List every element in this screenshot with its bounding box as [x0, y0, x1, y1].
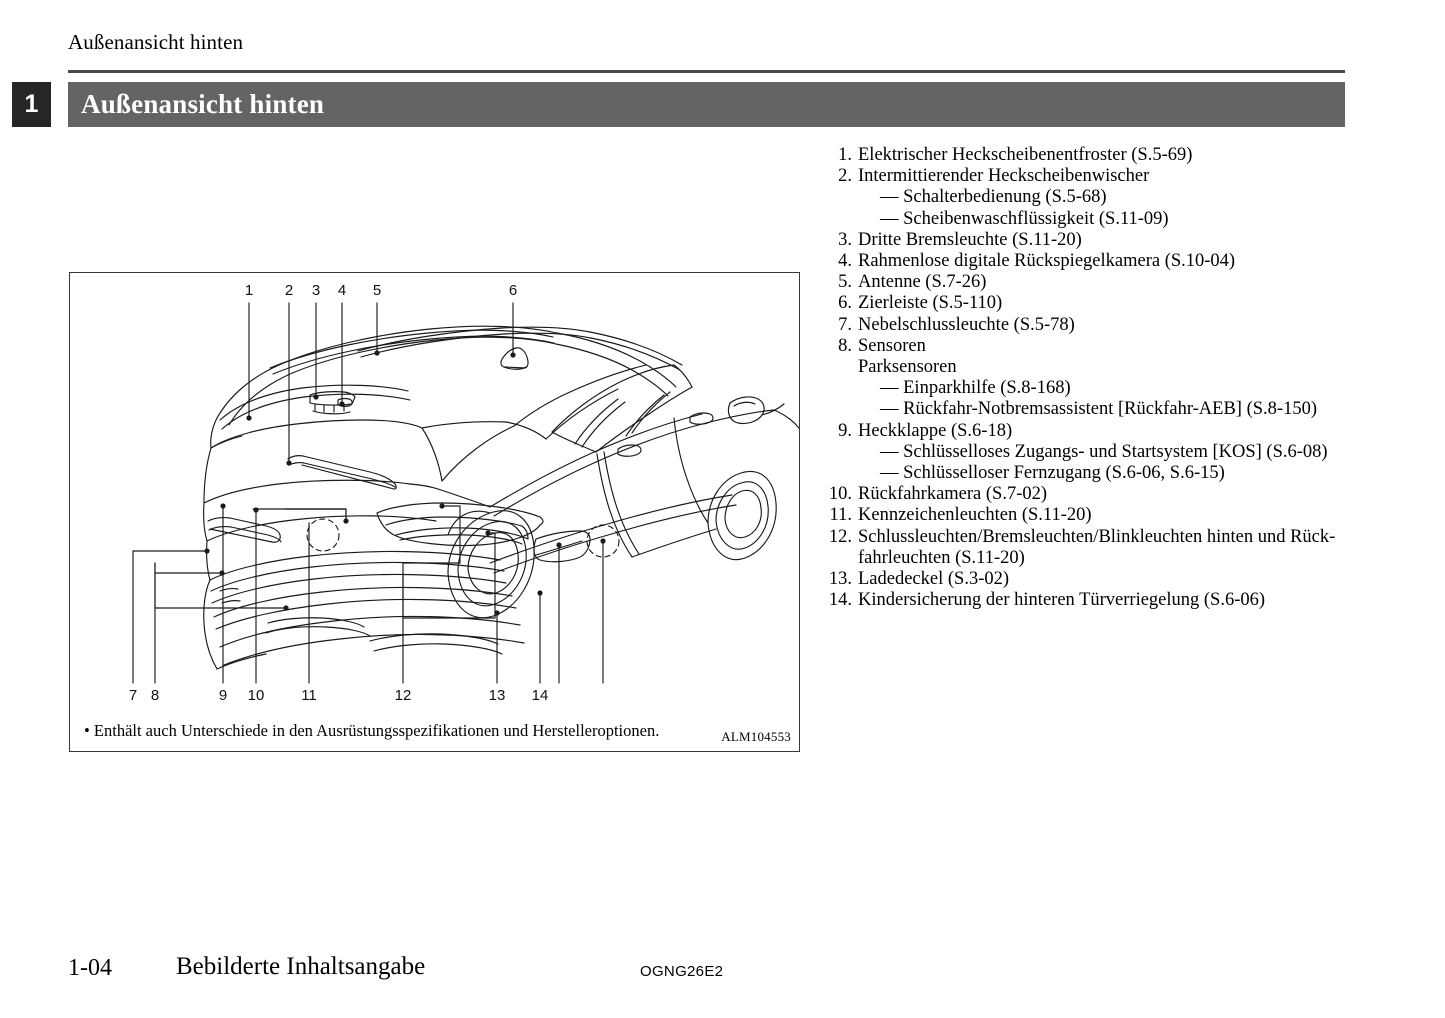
legend-item: 12. Schlussleuchten/Bremsleuchten/Blinkle…	[822, 527, 1422, 548]
legend-item-number: 11.	[829, 505, 852, 526]
running-head: Außenansicht hinten	[68, 30, 244, 54]
legend-item: 4. Rahmenlose digitale Rückspiegelkamera …	[822, 251, 1422, 272]
legend-item: — Einparkhilfe (S.8-168)	[822, 378, 1422, 399]
legend-item-number: 7.	[838, 314, 852, 335]
legend-item-number: 8.	[838, 335, 852, 356]
legend-item-number: 14.	[828, 590, 852, 611]
legend-item: — Schalterbedienung (S.5-68)	[822, 187, 1422, 208]
legend-item: — Schlüsselloses Zugangs- und Startsyste…	[822, 442, 1422, 463]
legend-item: 11. Kennzeichenleuchten (S.11-20)	[822, 505, 1422, 526]
rear-view-illustration: 1 2 3 4 5 6 7 8 9 10 11 12 13 14	[129, 282, 799, 704]
legend-item-number: 12.	[828, 526, 852, 547]
callout-5: 5	[373, 282, 381, 299]
legend-item-number: 13.	[828, 569, 852, 590]
legend-item: 10. Rückfahrkamera (S.7-02)	[822, 484, 1422, 505]
legend-item: 7. Nebelschlussleuchte (S.5-78)	[822, 315, 1422, 336]
legend-item-label: — Schlüsselloses Zugangs- und Startsyste…	[880, 441, 1328, 462]
legend-item-label: Intermittierender Heckscheibenwischer	[858, 166, 1150, 187]
legend-item-label: fahrleuchten (S.11-20)	[858, 547, 1025, 568]
legend-item-label: Schlussleuchten/Bremsleuchten/Blinkleuch…	[858, 526, 1336, 547]
legend-item-number: 5.	[838, 272, 852, 293]
chapter-number-tab: 1	[12, 82, 51, 127]
callout-13: 13	[489, 687, 506, 704]
legend-item-label: Dritte Bremsleuchte (S.11-20)	[858, 229, 1082, 250]
callout-1: 1	[245, 282, 253, 299]
legend-item: 13. Ladedeckel (S.3-02)	[822, 569, 1422, 590]
legend-item-label: — Schlüsselloser Fernzugang (S.6-06, S.6…	[880, 463, 1225, 484]
legend-item-label: — Schalterbedienung (S.5-68)	[880, 187, 1107, 208]
legend-item: fahrleuchten (S.11-20)	[822, 548, 1422, 569]
callout-11: 11	[301, 687, 317, 704]
callout-4: 4	[338, 282, 346, 299]
legend-item: 5. Antenne (S.7-26)	[822, 272, 1422, 293]
section-title: Außenansicht hinten	[81, 88, 325, 119]
legend-item-number: 9.	[838, 420, 852, 441]
figure-box: 1 2 3 4 5 6 7 8 9 10 11 12 13 14 • Enthä…	[69, 272, 800, 752]
legend-item: 2. Intermittierender Heckscheibenwischer	[822, 166, 1422, 187]
legend-item-label: Heckklappe (S.6-18)	[858, 420, 1013, 441]
footer-section-title: Bebilderte Inhaltsangabe	[176, 953, 426, 980]
legend-item-number: 4.	[838, 251, 852, 272]
legend-item-label: Antenne (S.7-26)	[858, 272, 987, 293]
legend-item-number: 10.	[828, 484, 852, 505]
legend-item-label: Sensoren	[858, 335, 926, 356]
callout-7: 7	[129, 687, 137, 704]
figure-image-code: ALM104553	[721, 729, 791, 744]
header-divider	[68, 70, 1345, 73]
legend-item-label: — Rückfahr-Notbremsassistent [Rückfahr-A…	[880, 399, 1317, 420]
legend-item-number: 6.	[838, 293, 852, 314]
legend-item: 6. Zierleiste (S.5-110)	[822, 293, 1422, 314]
legend-item-label: Nebelschlussleuchte (S.5-78)	[858, 314, 1075, 335]
callout-8: 8	[151, 687, 159, 704]
legend-item-number: 3.	[838, 229, 852, 250]
legend-item-label: Rahmenlose digitale Rückspiegelkamera (S…	[858, 251, 1236, 272]
legend-item-number: 1.	[838, 145, 852, 165]
legend-item: — Schlüsselloser Fernzugang (S.6-06, S.6…	[822, 463, 1422, 484]
callout-9: 9	[219, 687, 227, 704]
legend-item-label: Elektrischer Heckscheibenentfroster (S.5…	[858, 145, 1193, 165]
legend-item-label: Ladedeckel (S.3-02)	[858, 569, 1010, 590]
legend-item-label: Rückfahrkamera (S.7-02)	[858, 484, 1048, 505]
legend-item: 8. Sensoren	[822, 336, 1422, 357]
legend-list: 1. Elektrischer Heckscheibenentfroster (S…	[822, 145, 1422, 611]
legend-item: — Rückfahr-Notbremsassistent [Rückfahr-A…	[822, 399, 1422, 420]
section-banner: Außenansicht hinten	[68, 82, 1345, 127]
legend-item: 1. Elektrischer Heckscheibenentfroster (S…	[822, 145, 1422, 166]
footer-page-number: 1-04	[68, 955, 112, 981]
legend-item-label: Kennzeichenleuchten (S.11-20)	[858, 505, 1092, 526]
callout-3: 3	[312, 282, 320, 299]
legend-item-label: — Scheibenwaschflüssigkeit (S.11-09)	[880, 208, 1169, 229]
legend-item-label: Zierleiste (S.5-110)	[858, 293, 1003, 314]
callout-6: 6	[509, 282, 517, 299]
callout-14: 14	[532, 687, 549, 704]
callout-12: 12	[395, 687, 412, 704]
callout-2: 2	[285, 282, 293, 299]
legend-item-label: — Einparkhilfe (S.8-168)	[880, 378, 1071, 399]
legend-item: Parksensoren	[822, 357, 1422, 378]
legend-item: 3. Dritte Bremsleuchte (S.11-20)	[822, 230, 1422, 251]
legend-item: 14. Kindersicherung der hinteren Türverri…	[822, 590, 1422, 611]
legend-item: — Scheibenwaschflüssigkeit (S.11-09)	[822, 209, 1422, 230]
legend-item-label: Kindersicherung der hinteren Türverriege…	[858, 590, 1266, 611]
legend-item-label: Parksensoren	[858, 357, 957, 378]
legend-item-number: 2.	[838, 166, 852, 187]
figure-footnote: • Enthält auch Unterschiede in den Ausrü…	[84, 721, 660, 740]
callout-10: 10	[248, 687, 265, 704]
callout-labels: 1 2 3 4 5 6 7 8 9 10 11 12 13 14	[129, 282, 549, 704]
legend-item: 9. Heckklappe (S.6-18)	[822, 421, 1422, 442]
footer-document-code: OGNG26E2	[640, 963, 724, 980]
